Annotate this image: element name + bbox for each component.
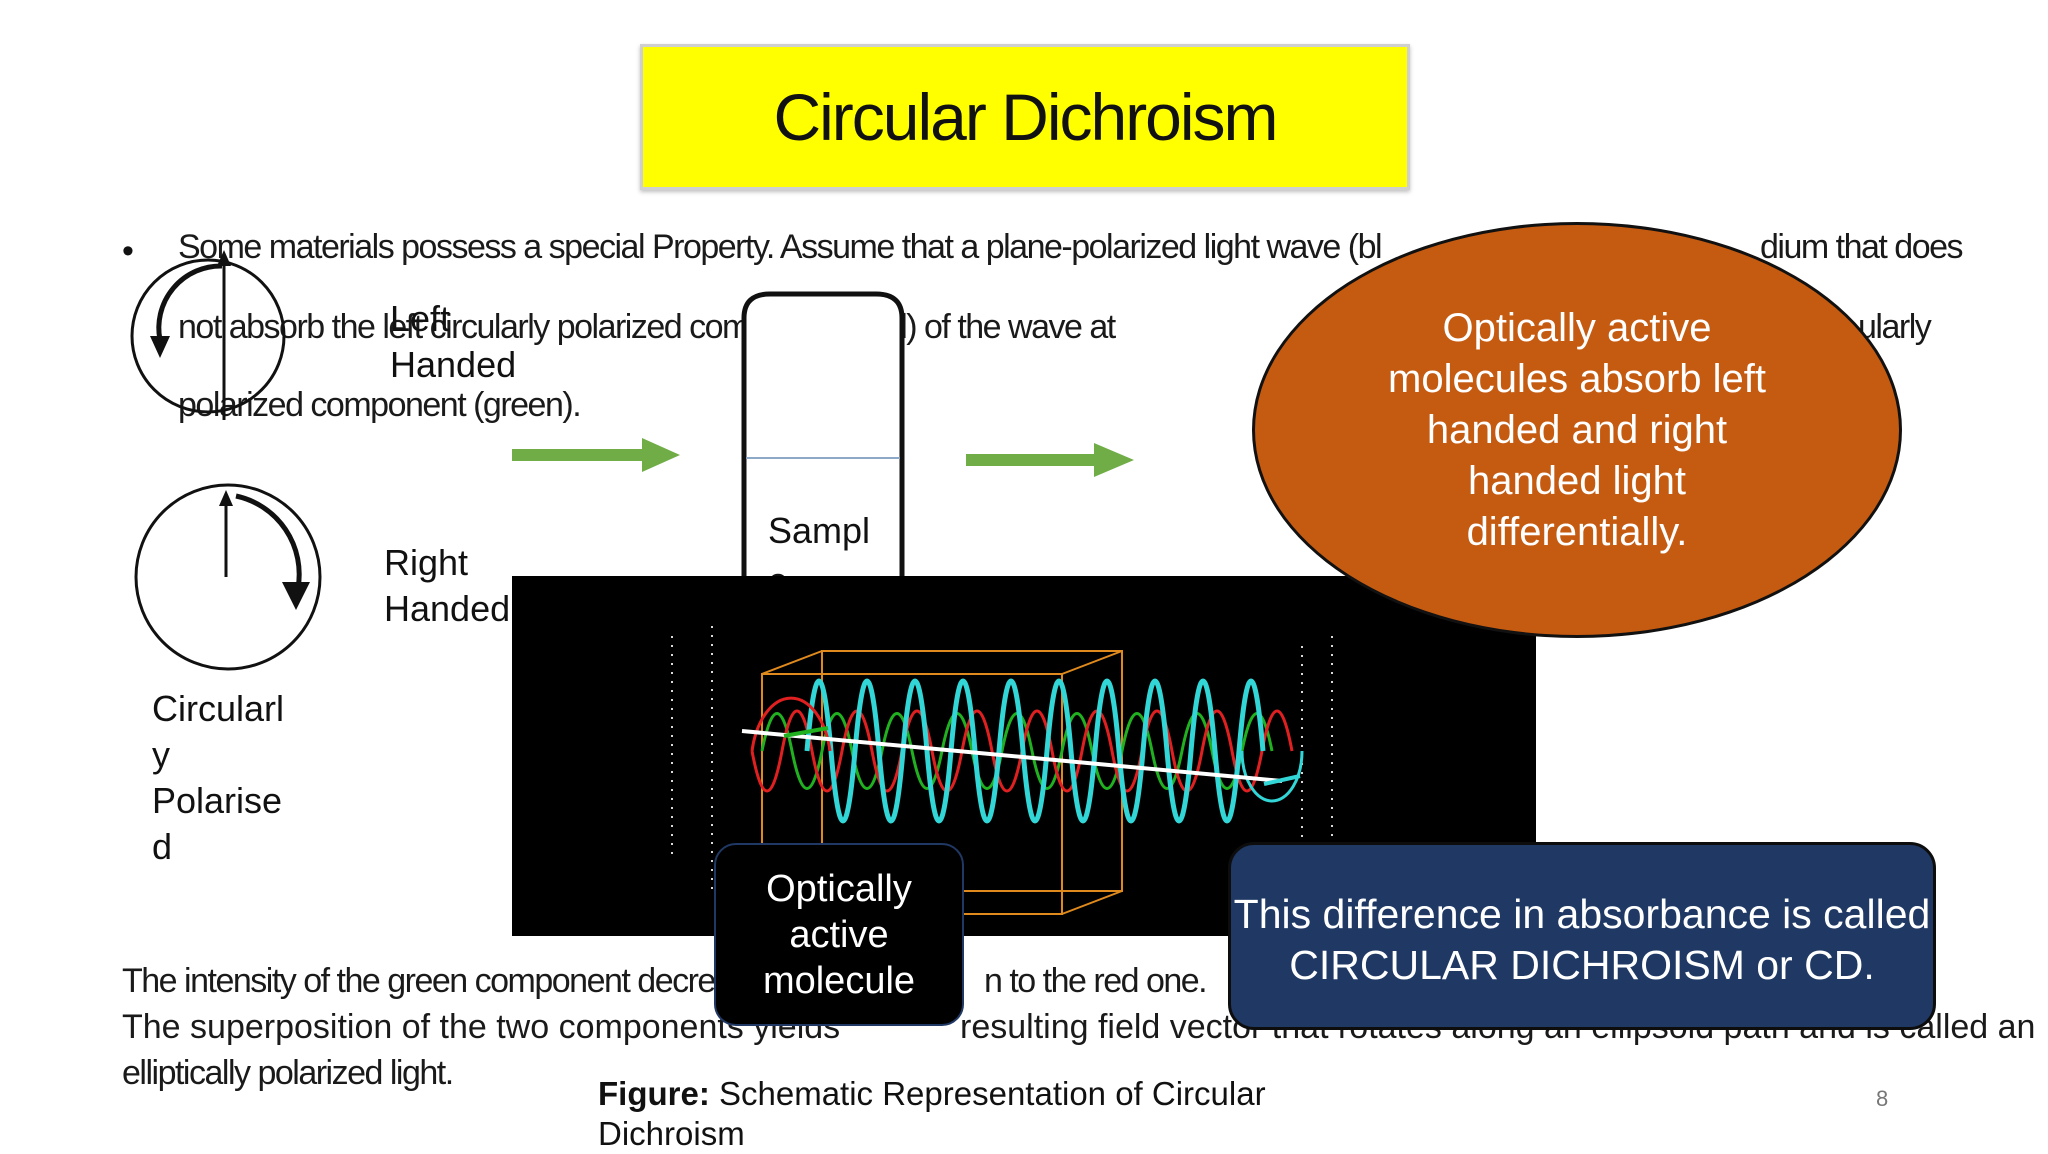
circularly-polarised-label: Circularl y Polarise d — [152, 688, 285, 867]
optically-active-oval-callout: Optically active molecules absorb left h… — [1252, 222, 1902, 638]
cd-callout-line-2: CIRCULAR DICHROISM or CD. — [1289, 942, 1875, 988]
slide-title: Circular Dichroism — [773, 80, 1278, 154]
entry-plane-dotted — [671, 626, 713, 896]
cd-wave-animation — [512, 576, 1536, 936]
oval-callout-text: Optically active molecules absorb left h… — [1388, 305, 1766, 554]
left-handed-vector-head-icon — [217, 250, 231, 266]
right-handed-rotation-arc-icon — [235, 493, 302, 589]
entry-field-vector — [783, 726, 829, 738]
page-number: 8 — [1876, 1086, 1889, 1111]
left-handed-rotation-arc-icon — [156, 263, 223, 341]
bottom-line-1a: The intensity of the green component dec… — [122, 962, 716, 1000]
cd-callout-line-1: This difference in absorbance is called — [1233, 891, 1931, 937]
resultant-field-wave — [804, 678, 1266, 824]
title-box: Circular Dichroism — [640, 44, 1410, 190]
paragraph-line-1a: Some materials possess a special Propert… — [178, 228, 1383, 266]
figure-caption-text: Schematic Representation of Circular Dic… — [598, 1075, 1266, 1152]
right-handed-label: Right Handed — [384, 542, 511, 629]
paragraph-line-2a: not absorb the left circularly polarized… — [178, 308, 1116, 346]
figure-caption-label: Figure: — [598, 1075, 710, 1112]
outgoing-light-arrowhead-icon — [1094, 443, 1134, 477]
incoming-light-arrowhead-icon — [642, 438, 680, 472]
right-handed-circle-icon — [134, 483, 322, 671]
left-handed-label: Left Handed — [390, 298, 517, 385]
figure-caption: Figure: Schematic Representation of Circ… — [598, 1074, 1318, 1154]
exit-field-vector — [1263, 774, 1301, 786]
cd-definition-callout: This difference in absorbance is called … — [1228, 842, 1936, 1030]
paragraph-line-1b: dium that does — [1760, 228, 1964, 266]
molecule-callout-text: Optically active molecule — [762, 867, 916, 1002]
molecule-callout-box: Optically active molecule — [714, 843, 964, 1026]
bottom-line-1b: n to the red one. — [984, 962, 1208, 1000]
left-handed-circle-icon — [130, 258, 286, 414]
sample-cuvette-icon — [741, 291, 905, 600]
left-handed-arrowhead-icon — [150, 336, 170, 358]
exit-ellipse — [1240, 750, 1304, 803]
paragraph-line-3: polarized component (green). — [178, 386, 582, 424]
right-handed-vector-head-icon — [219, 490, 233, 506]
propagation-axis — [741, 729, 1283, 783]
bullet-marker: • — [122, 232, 134, 270]
right-handed-arrowhead-icon — [282, 582, 310, 610]
bottom-line-3: elliptically polarized light. — [122, 1054, 454, 1092]
